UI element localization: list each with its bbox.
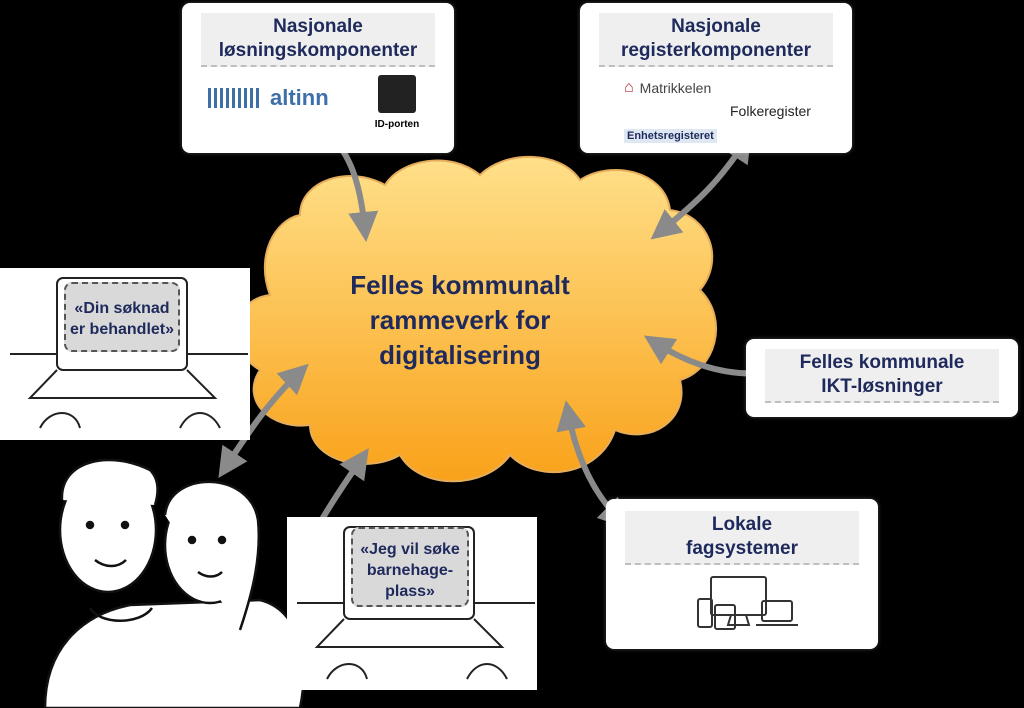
center-line-2: rammeverk for: [369, 305, 551, 335]
arrow-register: [650, 131, 752, 240]
idporten-tower-icon: [378, 75, 416, 113]
losning-title-line-1: Nasjonale: [273, 16, 363, 37]
laptop-bottom-line-2: barnehage-: [366, 562, 454, 579]
ikt-losninger-box: Felles kommunale IKT-løsninger: [746, 339, 1018, 417]
center-line-1: Felles kommunalt: [350, 270, 570, 300]
altinn-text: altinn: [270, 85, 329, 110]
house-icon: ⌂: [624, 79, 634, 96]
altinn-mark-icon: [208, 88, 260, 108]
enhetsregisteret-text: Enhetsregisteret: [624, 129, 717, 143]
losning-title-line-2: løsningskomponenter: [218, 40, 418, 61]
lokale-fagsystemer-title: Lokale fagsystemer: [625, 511, 859, 565]
registerkomponenter-title: Nasjonale registerkomponenter: [599, 13, 833, 67]
laptop-sketch-bottom: «Jeg vil søke barnehage- plass»: [287, 517, 537, 690]
lokale-title-line-1: Lokale: [711, 514, 773, 535]
laptop-top-line-2: er behandlet»: [69, 321, 175, 338]
register-title-line-2: registerkomponenter: [620, 40, 812, 61]
ikt-title-line-2: IKT-løsninger: [821, 376, 943, 397]
register-title-line-1: Nasjonale: [671, 16, 761, 37]
laptop-sketch-top: «Din søknad er behandlet»: [0, 268, 250, 440]
matrikkelen-logo: ⌂ Matrikkelen: [624, 79, 711, 97]
losningskomponenter-box: Nasjonale løsningskomponenter altinn ID-…: [182, 3, 454, 153]
idporten-text: ID-porten: [374, 119, 420, 130]
matrikkelen-text: Matrikkelen: [639, 80, 712, 96]
laptop-bottom-message: «Jeg vil søke barnehage- plass»: [351, 527, 469, 607]
altinn-logo: altinn: [208, 85, 329, 111]
lokale-fagsystemer-box: Lokale fagsystemer: [606, 499, 878, 649]
losningskomponenter-title: Nasjonale løsningskomponenter: [201, 13, 435, 67]
central-framework-label: Felles kommunalt rammeverk for digitalis…: [290, 268, 630, 373]
people-illustration: [43, 458, 305, 708]
laptop-top-message: «Din søknad er behandlet»: [64, 282, 180, 352]
ikt-title-line-1: Felles kommunale: [799, 352, 965, 373]
laptop-top-line-1: «Din søknad: [74, 300, 170, 317]
laptop-bottom-line-3: plass»: [385, 583, 435, 600]
registerkomponenter-box: Nasjonale registerkomponenter ⌂ Matrikke…: [580, 3, 852, 153]
devices-icon: [697, 576, 798, 630]
laptop-bottom-line-1: «Jeg vil søke: [360, 541, 460, 558]
idporten-logo: ID-porten: [374, 75, 420, 130]
arrow-laptop-top: [218, 363, 309, 479]
lokale-title-line-2: fagsystemer: [686, 538, 798, 559]
folkeregister-text: Folkeregister: [730, 103, 811, 119]
center-line-3: digitalisering: [379, 340, 541, 370]
ikt-losninger-title: Felles kommunale IKT-løsninger: [765, 349, 999, 403]
laptop-top-icon: [10, 277, 248, 429]
